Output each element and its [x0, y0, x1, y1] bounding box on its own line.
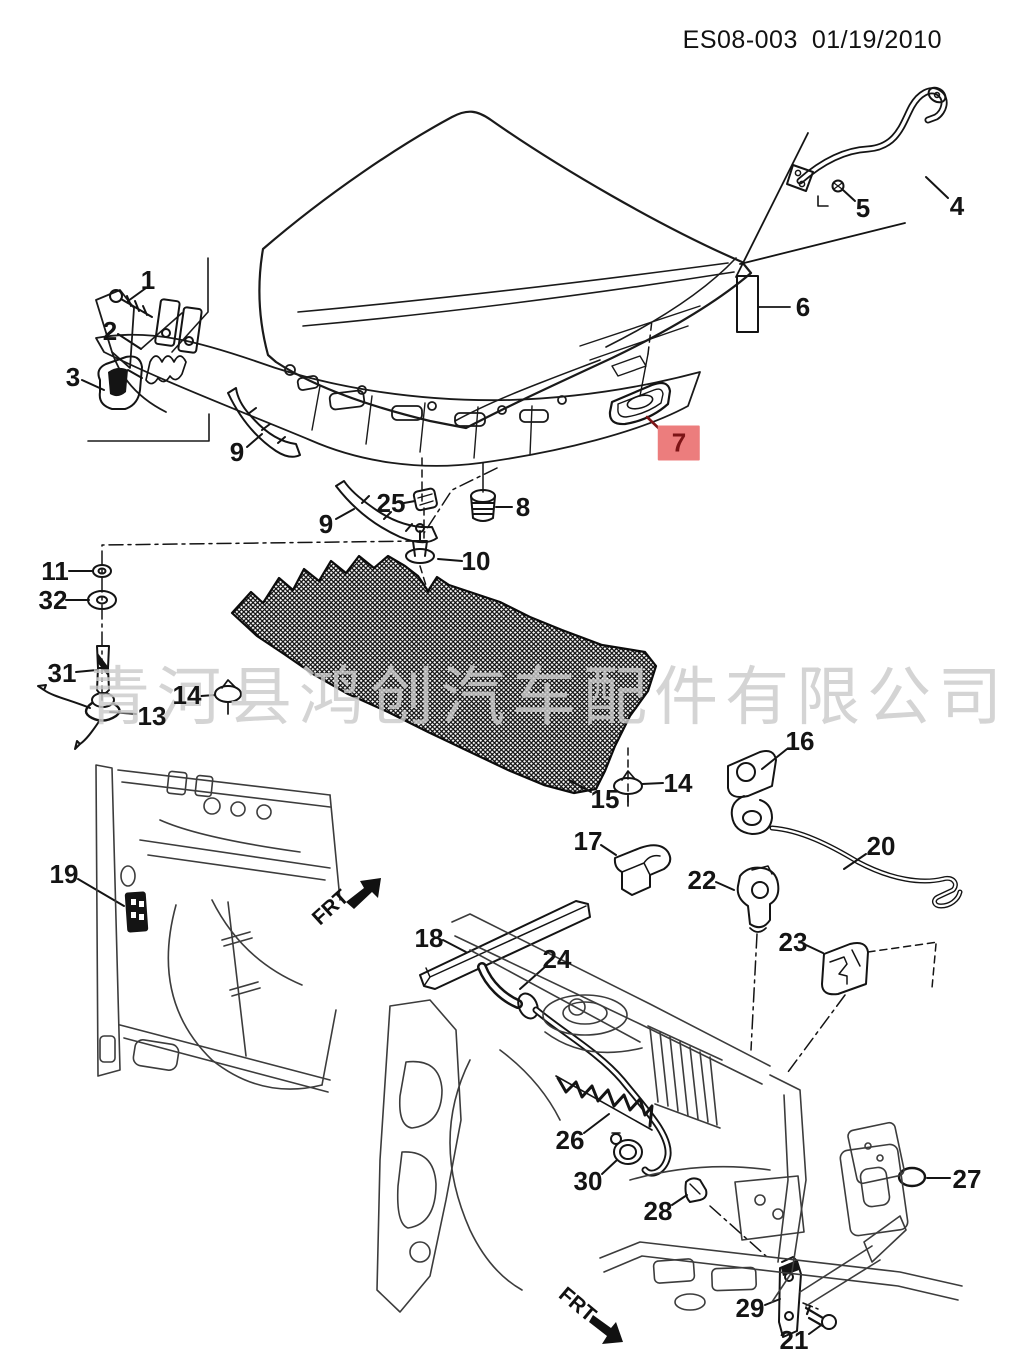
doc-header: ES08-003 01/19/2010: [669, 26, 942, 55]
callout-part-5: 5: [855, 193, 871, 223]
part-7-latch-plate: [608, 353, 672, 426]
callout-part-17: 17: [573, 826, 603, 856]
callout-part-31: 31: [47, 658, 77, 688]
callout-part-19: 19: [49, 859, 79, 889]
part-19-latch: [124, 891, 149, 933]
construction-lines: [101, 319, 939, 1310]
callout-part-14: 14: [172, 680, 202, 710]
callout-part-8: 8: [515, 492, 531, 522]
callout-part-18: 18: [414, 923, 444, 953]
callout-part-24: 24: [542, 944, 572, 974]
frt-arrows: [346, 878, 623, 1344]
callout-part-11: 11: [41, 556, 69, 586]
callout-part-21: 21: [779, 1325, 809, 1355]
callout-part-3: 3: [65, 362, 81, 392]
callout-part-20: 20: [866, 831, 896, 861]
callout-part-1: 1: [140, 265, 156, 295]
callout-part-6: 6: [795, 292, 811, 322]
release-rod: [769, 825, 963, 909]
callout-part-28: 28: [643, 1196, 673, 1226]
body-section-right: [376, 913, 963, 1313]
callout-part-30: 30: [573, 1166, 603, 1196]
callout-part-15: 15: [590, 784, 620, 814]
highlighted-callout-part-7[interactable]: 7: [657, 425, 701, 461]
callout-part-9: 9: [318, 509, 334, 539]
hood-prop-rod: [786, 86, 948, 207]
callout-part-25: 25: [376, 488, 406, 518]
grommets-clips: [610, 1132, 927, 1203]
callout-part-27: 27: [952, 1164, 982, 1194]
hood-insulation-pad: [230, 554, 658, 795]
pointer-lines-right: [735, 132, 906, 333]
callout-part-29: 29: [735, 1293, 765, 1323]
callout-part-22: 22: [687, 865, 717, 895]
callout-part-32: 32: [38, 585, 68, 615]
callout-part-13: 13: [137, 701, 167, 731]
callout-part-16: 16: [785, 726, 815, 756]
callout-part-23: 23: [778, 927, 808, 957]
hood-hinge-parts: [97, 289, 203, 410]
callout-part-26: 26: [555, 1125, 585, 1155]
hood-outer-panel: [258, 110, 753, 430]
body-section-left: [95, 764, 341, 1093]
leader-lines: [65, 176, 951, 1335]
callout-part-10: 10: [461, 546, 491, 576]
pad-fastener-and-bracket: [613, 750, 777, 835]
callout-part-14: 14: [663, 768, 693, 798]
doc-code: ES08-003: [682, 26, 798, 54]
callout-part-4: 4: [949, 191, 965, 221]
callout-part-2: 2: [102, 316, 118, 346]
latch-spring: [555, 1075, 654, 1131]
front-seal-bar: [419, 900, 591, 990]
callout-part-9: 9: [229, 437, 245, 467]
hood-inner-panel: [95, 289, 701, 467]
doc-date: 01/19/2010: [811, 26, 942, 54]
rod-clips: [613, 844, 869, 996]
